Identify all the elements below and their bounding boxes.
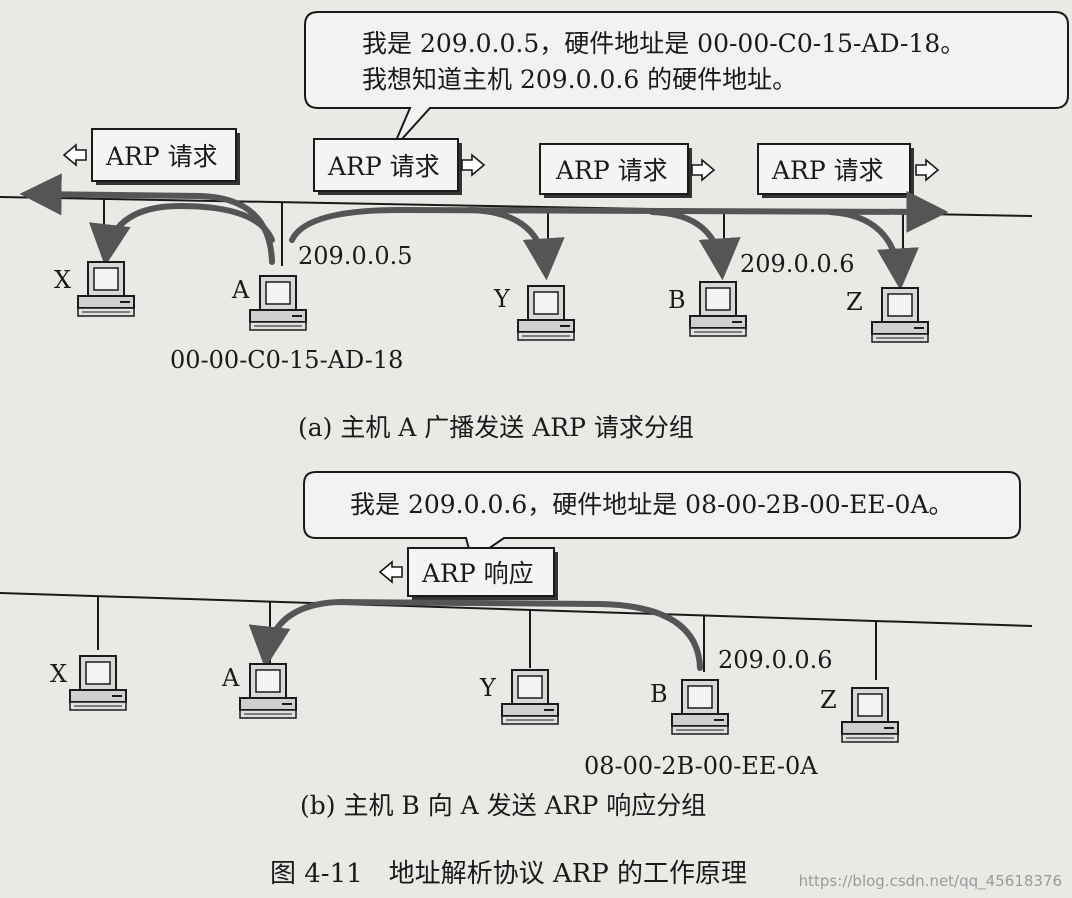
watermark: https://blog.csdn.net/qq_45618376 — [799, 872, 1062, 891]
bubble-b-line1: 我是 209.0.0.6，硬件地址是 08-00-2B-00-EE-0A。 — [350, 490, 954, 519]
ip-b: 209.0.0.6 — [718, 646, 833, 674]
mac-a: 00-00-C0-15-AD-18 — [170, 346, 403, 374]
packet-label: ARP 请求 — [555, 156, 668, 185]
host-y-computer-icon — [517, 285, 575, 341]
packet-label: ARP 请求 — [327, 152, 440, 181]
broadcast-arrows — [19, 173, 949, 291]
host-x-computer-icon — [69, 655, 127, 711]
host-z-computer-icon — [841, 687, 899, 743]
packet-label: ARP 请求 — [771, 156, 884, 185]
hollow-right-arrow-icon — [461, 154, 485, 176]
host-z-label: Z — [820, 686, 837, 714]
bus-b — [0, 592, 1033, 627]
figure-caption: 图 4-11 地址解析协议 ARP 的工作原理 — [270, 859, 747, 889]
part-a: 我是 209.0.0.5，硬件地址是 00-00-C0-15-AD-18。 我想… — [0, 11, 1069, 442]
host-a-label: A — [231, 276, 250, 304]
part-b: 我是 209.0.0.6，硬件地址是 08-00-2B-00-EE-0A。 AR… — [0, 471, 1033, 820]
arp-request-packet-right1: ARP 请求 — [539, 143, 715, 198]
host-x-label: X — [54, 266, 71, 294]
hollow-left-arrow-icon — [63, 144, 87, 166]
caption-b: (b) 主机 B 向 A 发送 ARP 响应分组 — [300, 791, 706, 820]
hollow-left-arrow-icon — [379, 561, 403, 583]
hollow-right-arrow-icon — [691, 159, 715, 181]
caption-a: (a) 主机 A 广播发送 ARP 请求分组 — [298, 413, 694, 442]
ip-b: 209.0.0.6 — [740, 250, 855, 278]
reply-arrow — [248, 598, 703, 671]
host-x-label: X — [50, 660, 67, 688]
ip-a: 209.0.0.5 — [298, 242, 413, 270]
packet-label: ARP 响应 — [421, 559, 534, 588]
hollow-right-arrow-icon — [915, 159, 939, 181]
host-a-computer-icon — [239, 663, 297, 719]
host-z-label: Z — [846, 288, 863, 316]
host-x-computer-icon — [77, 261, 135, 317]
arp-reply-packet: ARP 响应 — [379, 547, 558, 600]
bubble-a-line1: 我是 209.0.0.5，硬件地址是 00-00-C0-15-AD-18。 — [362, 29, 965, 58]
arp-request-packet-right2: ARP 请求 — [757, 143, 939, 198]
host-b-label: B — [650, 680, 668, 708]
host-b-computer-icon — [689, 281, 747, 337]
bubble-a-line2: 我想知道主机 209.0.0.6 的硬件地址。 — [362, 65, 797, 94]
host-b-label: B — [668, 286, 686, 314]
host-y-label: Y — [493, 285, 511, 313]
arp-request-packet-left: ARP 请求 — [63, 128, 240, 185]
speech-bubble-request — [304, 11, 1069, 151]
packet-label: ARP 请求 — [105, 142, 218, 171]
arp-request-packet-center: ARP 请求 — [313, 138, 485, 195]
host-b-computer-icon — [671, 679, 729, 735]
host-y-computer-icon — [501, 669, 559, 725]
host-a-computer-icon — [249, 275, 307, 331]
host-a-label: A — [221, 664, 240, 692]
mac-b: 08-00-2B-00-EE-0A — [584, 752, 818, 780]
host-z-computer-icon — [871, 287, 929, 343]
host-y-label: Y — [479, 674, 497, 702]
